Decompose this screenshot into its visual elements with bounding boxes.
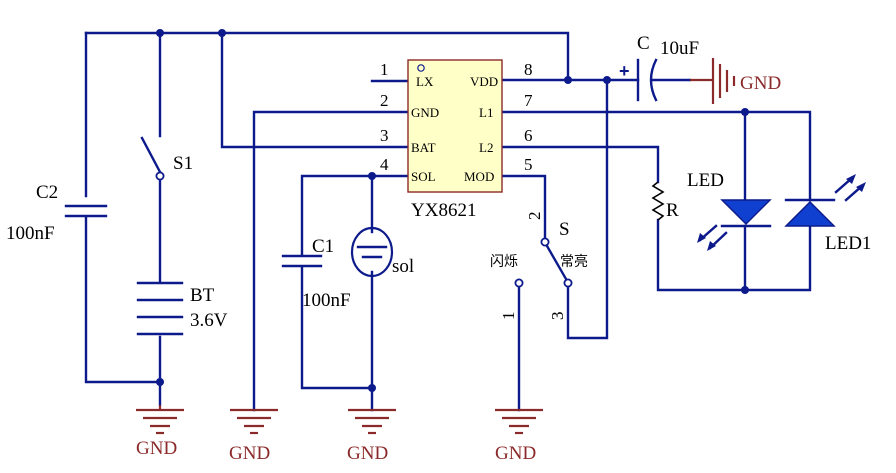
switch-lever xyxy=(140,136,162,174)
ic-pin-label: SOL xyxy=(411,169,436,184)
ground-label: GND xyxy=(495,443,536,464)
junction-dot xyxy=(156,378,164,386)
s1-name: S1 xyxy=(173,153,193,174)
c2-name: C2 xyxy=(36,182,58,203)
junction-dot xyxy=(368,172,376,180)
junction-dot xyxy=(741,108,749,116)
ground-symbol: GND xyxy=(495,408,543,464)
ic-pin-number: 8 xyxy=(524,60,533,79)
ground-symbol: GND xyxy=(229,408,278,464)
arrow-icon xyxy=(697,233,706,243)
ic-pin-label: GND xyxy=(411,105,439,120)
ic-pin-label: VDD xyxy=(470,74,498,89)
resistor-r: R xyxy=(651,181,679,221)
ic-pin-label: BAT xyxy=(411,140,436,155)
ground-label: GND xyxy=(229,443,270,464)
s-option-flash: 闪烁 xyxy=(490,254,518,270)
resistor-zigzag xyxy=(651,181,665,221)
c2-value: 100nF xyxy=(6,223,55,244)
led-icon xyxy=(720,199,772,226)
ic-pin-label: MOD xyxy=(464,169,494,184)
ic-pin-number: 7 xyxy=(524,91,533,110)
plus-icon: + xyxy=(619,61,630,81)
ic-pin-number: 3 xyxy=(380,126,389,145)
junction-dot xyxy=(741,286,749,294)
led-icon xyxy=(784,200,836,227)
solar-cell-icon xyxy=(350,226,394,278)
ground-symbol: GND xyxy=(347,408,396,464)
led1-name: LED1 xyxy=(825,233,871,254)
ic-pin-number: 2 xyxy=(380,91,389,110)
c-name: C xyxy=(637,33,650,54)
ic-pin-label: L1 xyxy=(479,105,493,120)
ground-symbol-right: GND xyxy=(690,58,781,104)
bt-value: 3.6V xyxy=(190,310,228,331)
led-name: LED xyxy=(687,170,724,191)
c1-value: 100nF xyxy=(302,290,351,311)
solar-cell-sol: sol xyxy=(350,226,414,278)
ic-pin-number: 1 xyxy=(380,60,389,79)
switch-s1: S1 xyxy=(140,136,193,181)
ic-pin-number: 5 xyxy=(524,155,533,174)
s-name: S xyxy=(559,219,570,240)
led: LED xyxy=(687,170,772,251)
ic-pin-label: L2 xyxy=(479,140,493,155)
s-pin-number: 1 xyxy=(499,312,518,321)
ic-pin-number: 6 xyxy=(524,126,533,145)
capacitor-c: + C 10uF xyxy=(619,33,699,102)
switch-contact xyxy=(155,171,165,181)
switch-lever xyxy=(545,244,568,281)
capacitor-c1: C1 100nF xyxy=(281,236,351,311)
arrow-icon xyxy=(846,174,856,184)
junction-dot xyxy=(564,76,572,84)
bt-name: BT xyxy=(190,285,215,306)
c-value: 10uF xyxy=(660,38,699,59)
junctions xyxy=(156,29,749,392)
s-pin-number: 2 xyxy=(525,212,544,221)
ground-label: GND xyxy=(347,443,388,464)
ground-label: GND xyxy=(740,73,781,94)
junction-dot xyxy=(368,384,376,392)
c1-name: C1 xyxy=(312,236,334,257)
r-name: R xyxy=(666,200,679,221)
capacitor-c2: C2 100nF xyxy=(6,182,108,244)
battery-bt: BT 3.6V xyxy=(136,281,228,336)
ground-symbol: GND xyxy=(136,405,184,459)
junction-dot xyxy=(603,76,611,84)
ic-pin-label: LX xyxy=(416,74,434,89)
pin1-marker-icon xyxy=(417,64,425,72)
s-option-steady: 常亮 xyxy=(560,253,588,270)
ic-pin-number: 4 xyxy=(380,155,389,174)
switch-s: S 2 1 3 闪烁 常亮 xyxy=(490,212,588,321)
ic-name: YX8621 xyxy=(411,200,476,221)
sol-name: sol xyxy=(392,256,414,277)
ic-yx8621: LX GND BAT SOL VDD L1 L2 MOD 1 2 3 4 8 7… xyxy=(380,59,533,221)
arrow-icon xyxy=(856,182,866,192)
switch-contact xyxy=(514,278,524,288)
switch-contact xyxy=(540,237,550,247)
led1: LED1 xyxy=(784,174,871,254)
switch-contact xyxy=(563,278,573,288)
arrow-icon xyxy=(707,241,716,251)
s-pin-number: 3 xyxy=(548,312,567,321)
junction-dot xyxy=(218,29,226,37)
ic-body xyxy=(407,59,503,193)
junction-dot xyxy=(156,29,164,37)
cap-curved-plate xyxy=(649,58,658,102)
ground-label: GND xyxy=(136,438,177,459)
